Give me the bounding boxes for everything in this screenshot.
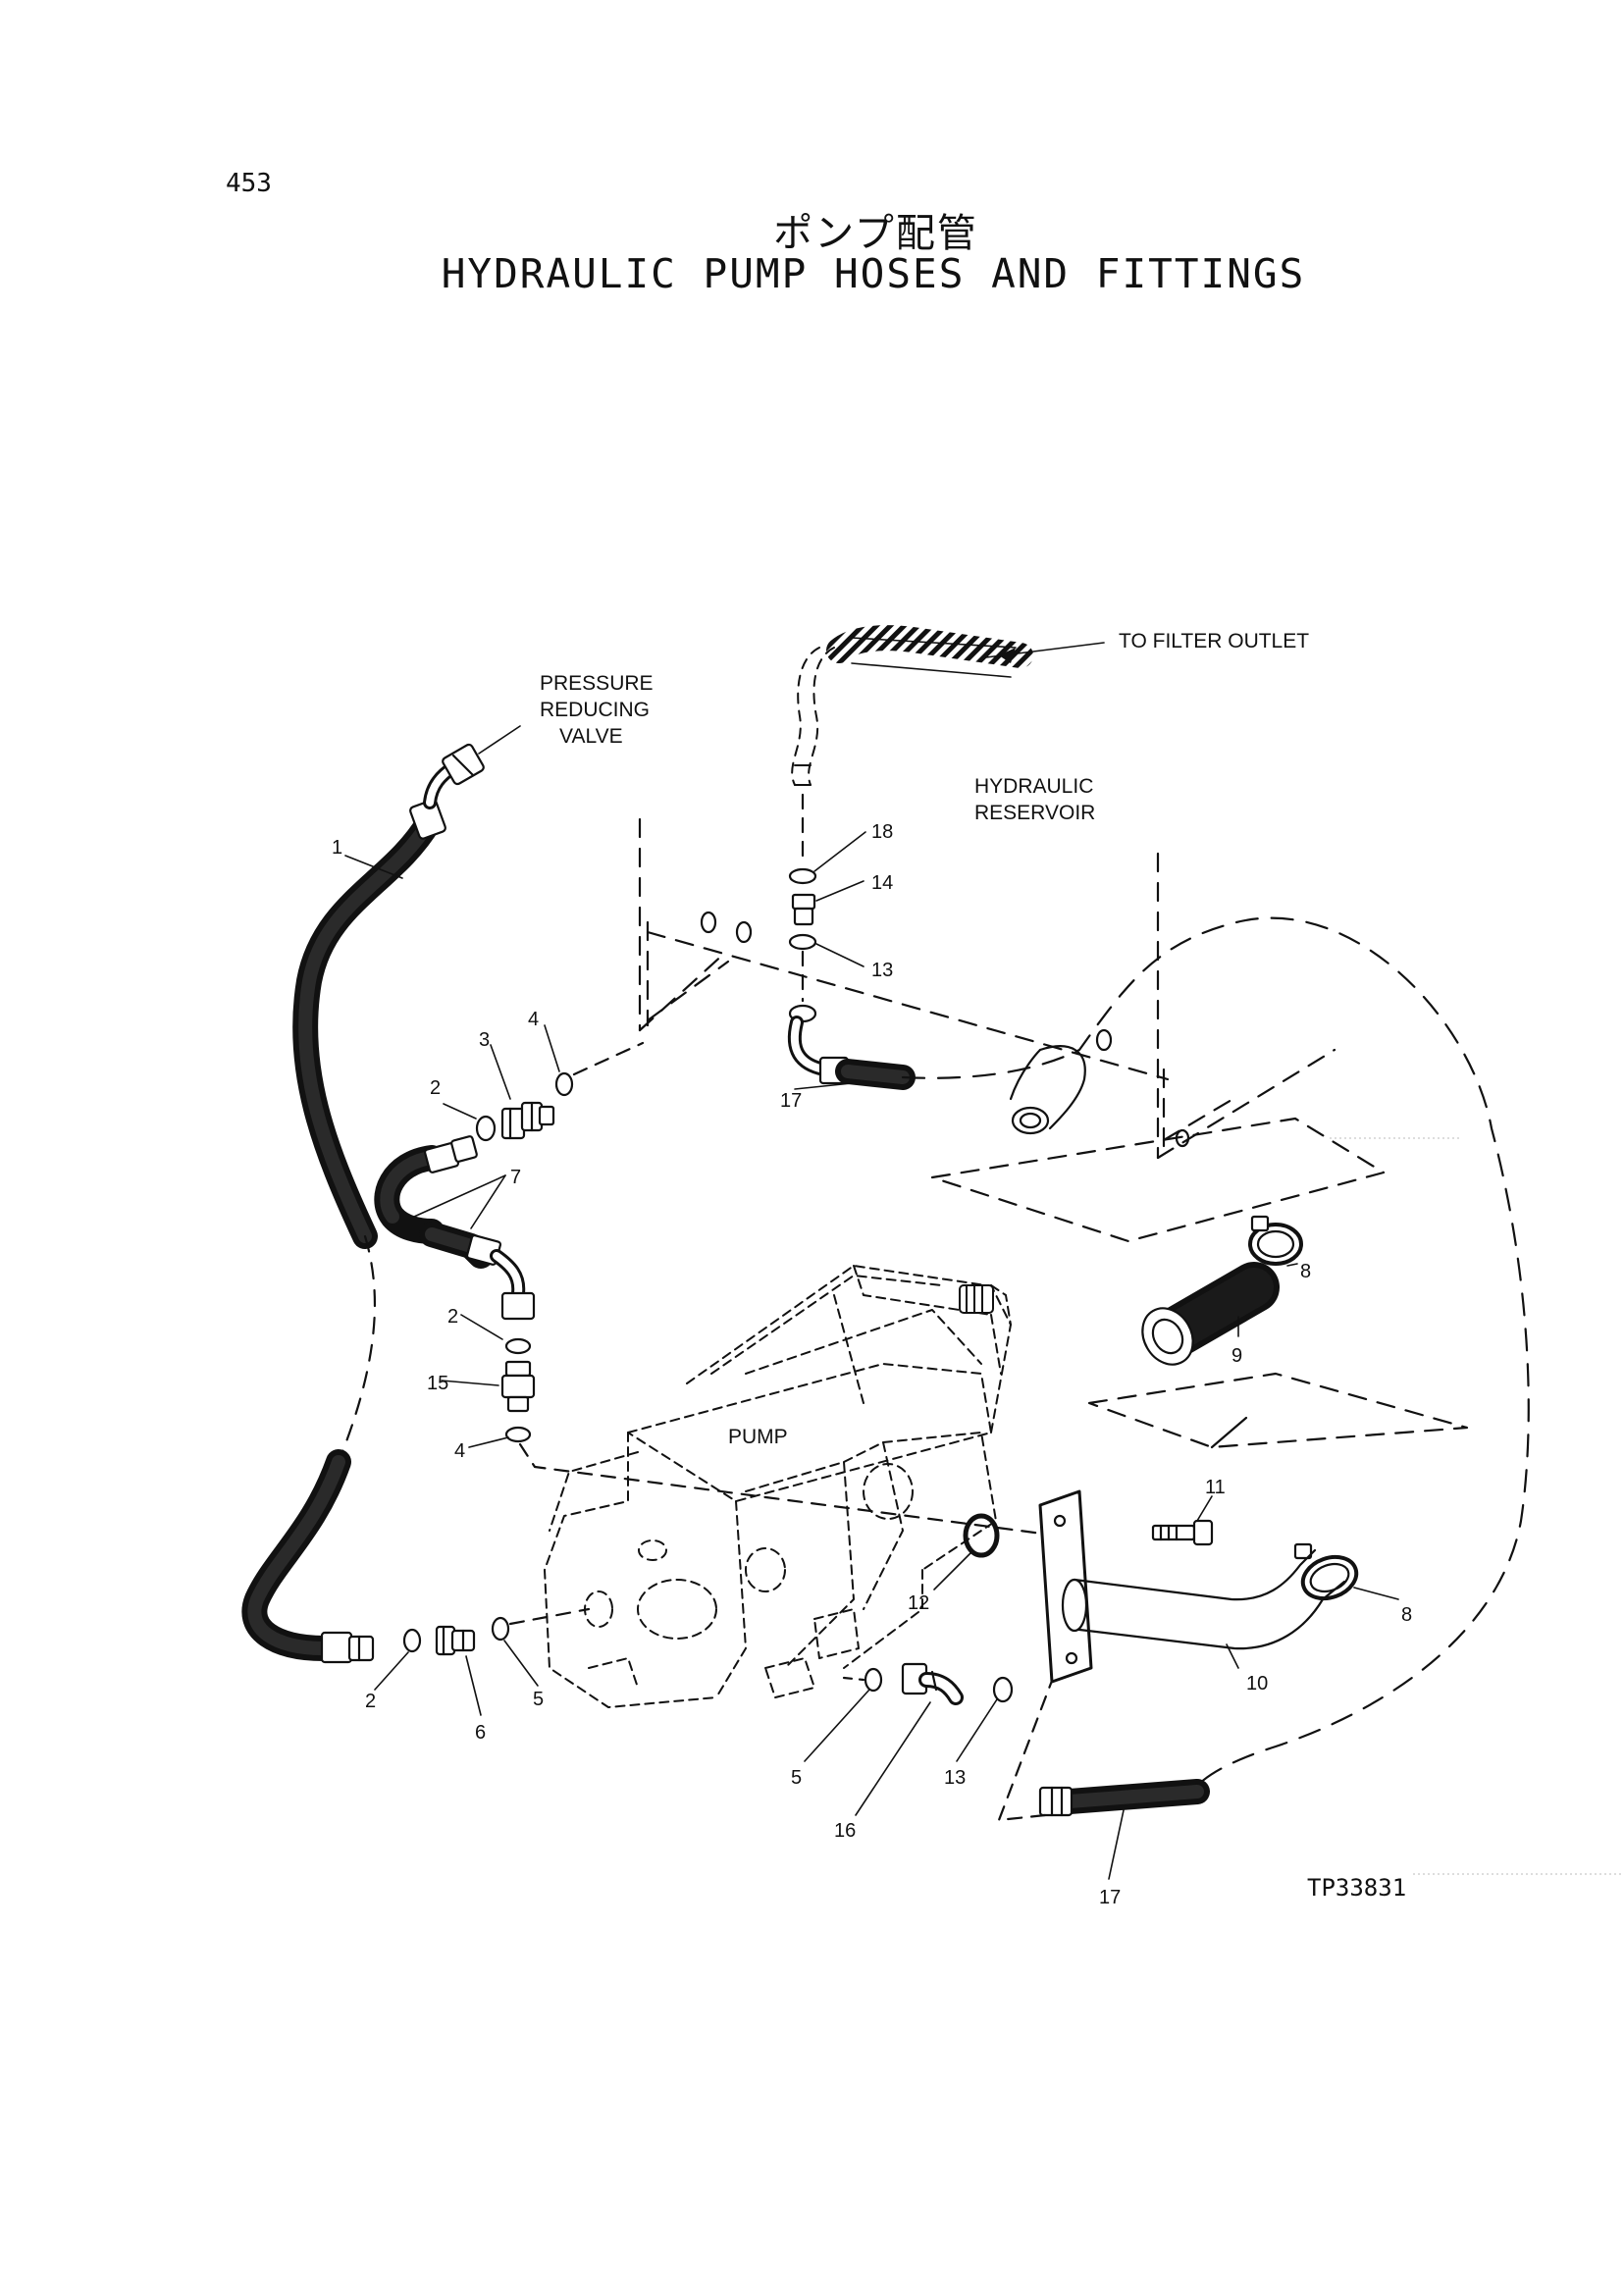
callout-5: 5 bbox=[533, 1689, 544, 1710]
callout-18: 18 bbox=[871, 821, 893, 843]
callout-2: 2 bbox=[365, 1691, 376, 1712]
callout-4: 4 bbox=[528, 1009, 539, 1030]
hose-7 bbox=[374, 1135, 536, 1321]
filter-line bbox=[791, 625, 1033, 865]
label-hydraulic-reservoir-2: RESERVOIR bbox=[974, 802, 1095, 824]
o-ring-5-right bbox=[864, 1667, 883, 1693]
o-ring-2-upper bbox=[475, 1115, 497, 1142]
callout-14: 14 bbox=[871, 872, 893, 894]
label-pressure-reducing-valve-1: PRESSURE bbox=[540, 672, 654, 695]
callout-8: 8 bbox=[1300, 1261, 1311, 1282]
label-hydraulic-reservoir-1: HYDRAULIC bbox=[974, 775, 1093, 798]
callout-5: 5 bbox=[791, 1767, 802, 1789]
reservoir-port-c bbox=[1095, 1028, 1113, 1052]
o-ring-18 bbox=[788, 867, 817, 885]
hose-9 bbox=[1141, 1262, 1280, 1366]
label-pressure-reducing-valve-2: REDUCING bbox=[540, 699, 650, 721]
callout-10: 10 bbox=[1246, 1673, 1268, 1694]
o-ring-4-lower bbox=[504, 1426, 532, 1443]
callout-4: 4 bbox=[454, 1440, 465, 1462]
callout-3: 3 bbox=[479, 1029, 490, 1051]
page-number: 453 bbox=[226, 169, 272, 198]
callout-15: 15 bbox=[427, 1373, 448, 1394]
label-pressure-reducing-valve-3: VALVE bbox=[559, 725, 623, 748]
reservoir-outlet bbox=[1009, 1045, 1086, 1135]
callout-13: 13 bbox=[871, 960, 893, 981]
o-ring-13-upper bbox=[788, 933, 817, 951]
callout-17: 17 bbox=[1099, 1887, 1121, 1908]
callout-2: 2 bbox=[447, 1306, 458, 1328]
label-pump: PUMP bbox=[728, 1426, 788, 1448]
o-ring-2-lower bbox=[402, 1628, 422, 1653]
title-japanese: ポンプ配管 bbox=[773, 211, 978, 256]
callout-6: 6 bbox=[475, 1722, 486, 1744]
label-to-filter-outlet: TO FILTER OUTLET bbox=[1119, 630, 1309, 652]
arrow-filter-outlet bbox=[999, 648, 1016, 663]
fitting-15 bbox=[500, 1360, 536, 1413]
callout-1: 1 bbox=[332, 837, 342, 859]
o-ring-13-lower bbox=[992, 1676, 1014, 1703]
drawing-code: TP33831 bbox=[1307, 1874, 1407, 1902]
page-title: HYDRAULIC PUMP HOSES AND FITTINGS bbox=[441, 250, 1306, 297]
callout-13: 13 bbox=[944, 1767, 966, 1789]
reservoir-port-b bbox=[735, 920, 753, 944]
callout-17: 17 bbox=[780, 1090, 802, 1112]
o-ring-5-left bbox=[491, 1616, 510, 1642]
o-ring-2-middle bbox=[504, 1337, 532, 1355]
o-ring-12 bbox=[963, 1513, 1000, 1558]
callout-11: 11 bbox=[1205, 1477, 1226, 1498]
hose-17-upper bbox=[787, 916, 1530, 1788]
fitting-3 bbox=[500, 1101, 555, 1140]
pipe-10 bbox=[1038, 1489, 1346, 1684]
hose-17-lower bbox=[997, 1671, 1210, 1822]
o-ring-4-upper bbox=[554, 1071, 574, 1097]
callout-12: 12 bbox=[908, 1592, 929, 1614]
clamp-8-lower bbox=[1293, 1542, 1359, 1601]
reservoir-port-a bbox=[700, 911, 717, 934]
pump bbox=[544, 1265, 1012, 1708]
fitting-14 bbox=[791, 893, 816, 926]
callout-7: 7 bbox=[510, 1167, 521, 1188]
fitting-6 bbox=[435, 1625, 476, 1656]
hose-1-lower bbox=[241, 1449, 375, 1664]
callout-16: 16 bbox=[834, 1820, 856, 1842]
elbow-16 bbox=[901, 1662, 964, 1705]
bolt-11 bbox=[1151, 1519, 1214, 1546]
callout-8: 8 bbox=[1401, 1604, 1412, 1626]
hydraulic-reservoir bbox=[638, 817, 1336, 1160]
callout-2: 2 bbox=[430, 1077, 441, 1099]
clamp-8-upper bbox=[1248, 1215, 1303, 1266]
callout-9: 9 bbox=[1231, 1345, 1242, 1367]
